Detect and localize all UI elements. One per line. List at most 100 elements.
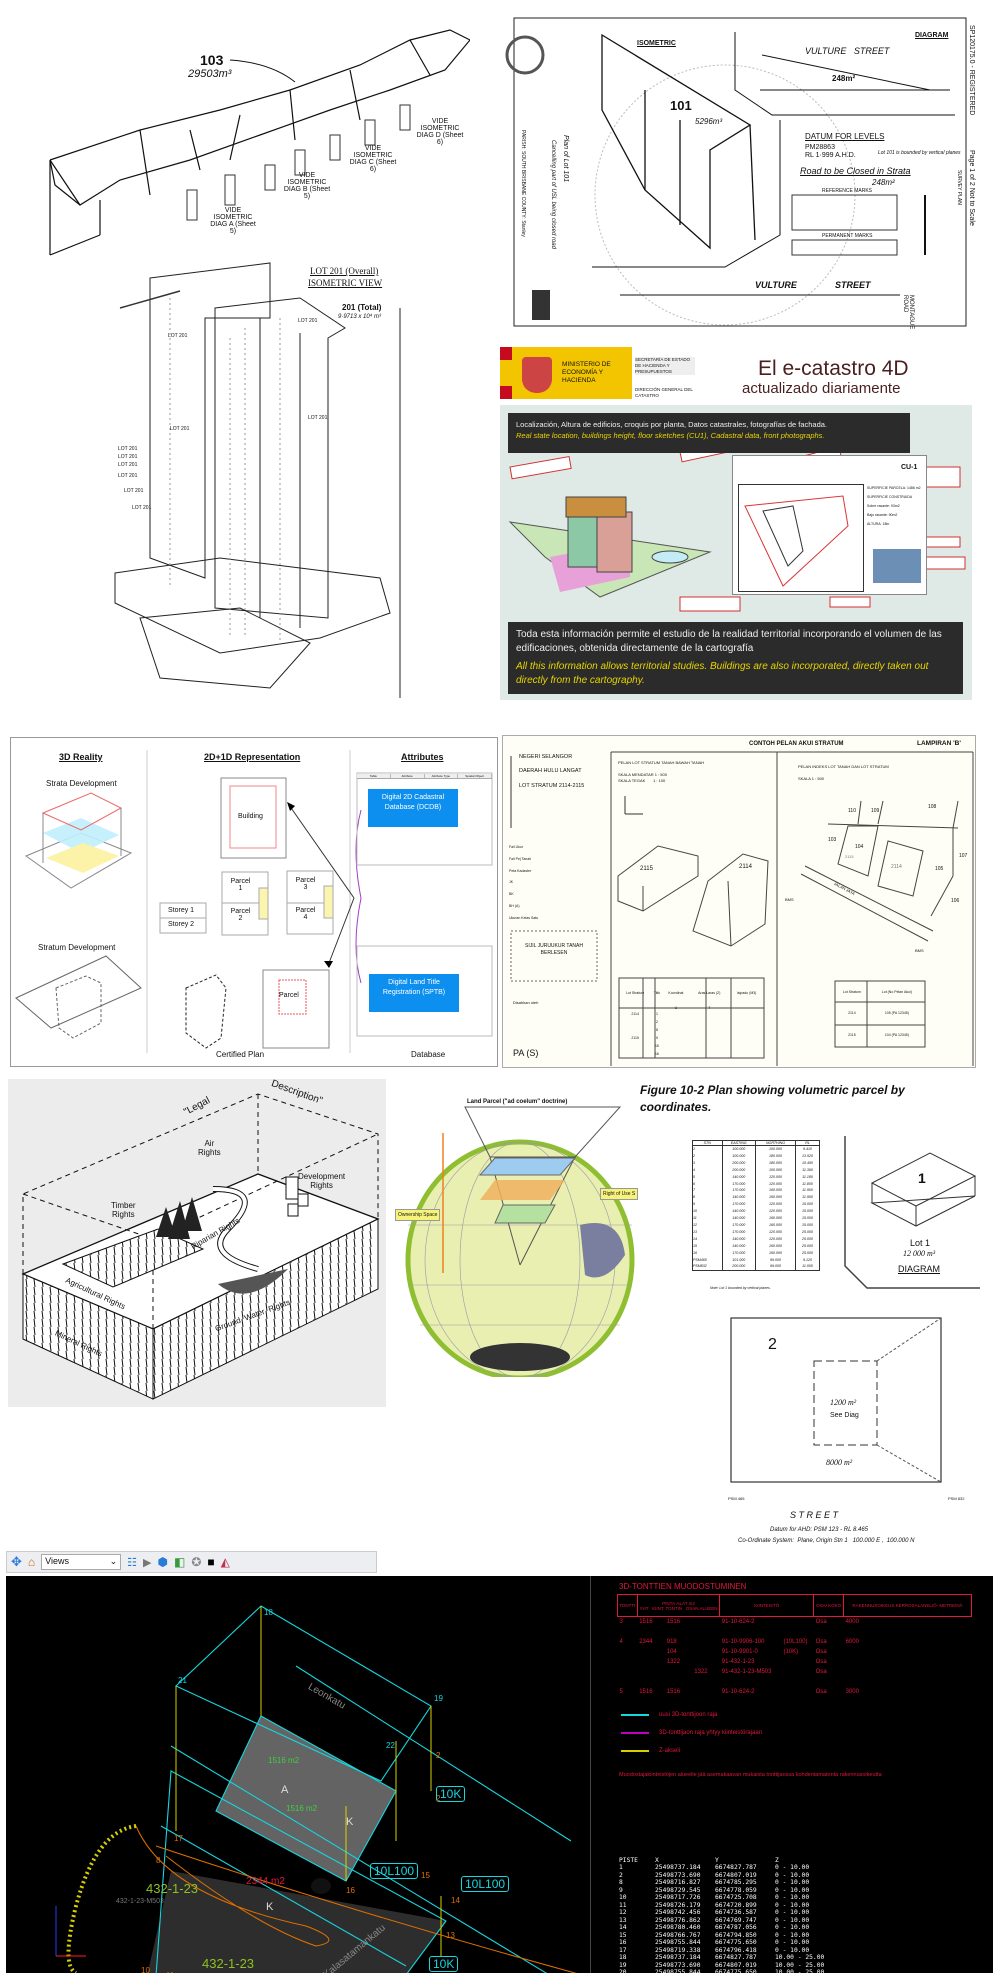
field-label: Fail Ukur [509,845,524,849]
header-sub-cell: OSAN ALUEEN [685,1605,718,1611]
cube-icon[interactable]: ⬢ [157,1555,168,1569]
coord-cell: 6674778.059 [715,1886,757,1894]
cell [781,1657,813,1667]
lot-label: LOT 201 [118,473,138,479]
survey-plan-label: SURVEY PLAN [956,170,962,205]
cell: Osa [815,1669,827,1675]
scale-horizontal: SKALA MENDATAR 1 : 500 [618,772,667,777]
cell: 170.000 [721,1221,756,1229]
coord-cell: 11 [619,1901,627,1909]
coord-cell: 25498737.184 [655,1864,701,1872]
datum-label: Datum for AHD: PSM 123 - RL 8.465 [770,1527,869,1533]
cell: 11.900 [795,1187,820,1195]
lot-total-volume: 9·9713 x 10⁴ m³ [338,314,381,320]
cell: 6 [692,1180,722,1188]
play-icon[interactable]: ▶ [143,1556,152,1569]
pan-icon[interactable]: ✥ [11,1554,22,1569]
cell [619,1026,651,1034]
lot-number: 104 [855,844,864,850]
cell: U [674,1006,678,1010]
building-label: Building [238,813,263,820]
parcel-id: 432-1-23 [202,1956,255,1971]
bms-label: BMS [785,897,794,902]
coord-cell: 6674725.708 [715,1894,757,1902]
datum-line: PM28863 [805,144,835,151]
cell: 2114 [631,1012,639,1016]
table-header-cell: NORTHING [754,1140,797,1146]
coord-cell: 1 [619,1864,623,1872]
timber-rights: Timber Rights [111,1201,136,1219]
cell: 11.800 [795,1180,820,1188]
coord-cell: 25498780.460 [655,1924,701,1932]
cell: 15 [692,1242,722,1250]
point-label: 19 [434,1694,443,1703]
stratum-plan: CONTOH PELAN AKUI STRATUM LAMPIRAN 'B' N… [502,735,976,1068]
cell: 2 [655,1020,658,1024]
tree-icon[interactable]: ☷ [127,1556,138,1569]
storey-1: Storey 1 [168,907,195,914]
home-icon[interactable]: ⌂ [27,1555,36,1569]
cell: 104 [666,1649,677,1655]
cell: 918 [666,1639,677,1645]
cell [619,1050,651,1058]
table-row: 15 [619,1042,764,1050]
color-icon[interactable]: ■ [207,1555,215,1569]
lot-label: LOT 201 [118,446,138,452]
coord-cell: 6674796.418 [715,1946,757,1954]
cell: 3 [619,1619,623,1625]
point-label: 22 [386,1741,395,1750]
coord-cell: 10.00 - 25.00 [775,1954,825,1962]
box-icon[interactable]: ◧ [173,1555,186,1569]
point-label: 15 [421,1871,430,1880]
area-label: 1516 m2 [286,1804,318,1813]
lot-103-drawing [49,29,470,256]
cell [665,1667,693,1677]
coord-cell: 25498776.862 [655,1916,701,1924]
coord-cell: 25498716.827 [655,1879,701,1887]
table-header-cell: OSA/ KOKO [813,1594,845,1617]
certified-plan-label: Certified Plan [216,1050,265,1059]
street-name: STREET [835,280,871,290]
point-label: 17 [174,1834,183,1843]
cell [637,1667,665,1677]
cell: 1516 [666,1619,681,1625]
lot-number: 1 [918,1170,926,1186]
parish: PARISH: SOUTH BRISBANE COUNTY: Stanley [520,130,526,237]
see-diag: See Diag [830,1412,859,1419]
cell: 99.000 [754,1256,796,1264]
coordinate-system: Co-Ordinate System: Plane, Origin Stn 1 … [738,1538,915,1544]
label-10l100: 10L100 [461,1876,510,1892]
label-a: A [281,1784,289,1796]
pa-s-label: PA (S) [513,1048,539,1058]
cell: 9 [655,1036,658,1040]
cell: 100.000 [754,1166,796,1174]
light-icon[interactable]: ✪ [191,1555,202,1569]
point-label: 14 [451,1896,460,1905]
legend-swatch [621,1714,649,1716]
cell: 105 (PA 12345) [884,1011,909,1015]
info-spanish: Localización, Altura de edificios, croqu… [516,420,828,429]
cell: 3000 [845,1689,859,1695]
table-row: 16 [619,1050,764,1058]
ministry-name: MINISTERIO DE ECONOMÍA Y HACIENDA [562,361,611,384]
legend-label: 3D-tonttijaon raja yhtyy kiinteistörajaa… [659,1730,763,1736]
section-icon[interactable]: ◭ [220,1555,230,1569]
cell: 160.000 [754,1221,796,1229]
cell: Osa [815,1639,827,1645]
coord-cell: 6674827.787 [715,1954,757,1962]
column-2d-1d: 2D+1D Representation [204,752,301,762]
views-dropdown[interactable]: Views⌄ [41,1554,122,1570]
